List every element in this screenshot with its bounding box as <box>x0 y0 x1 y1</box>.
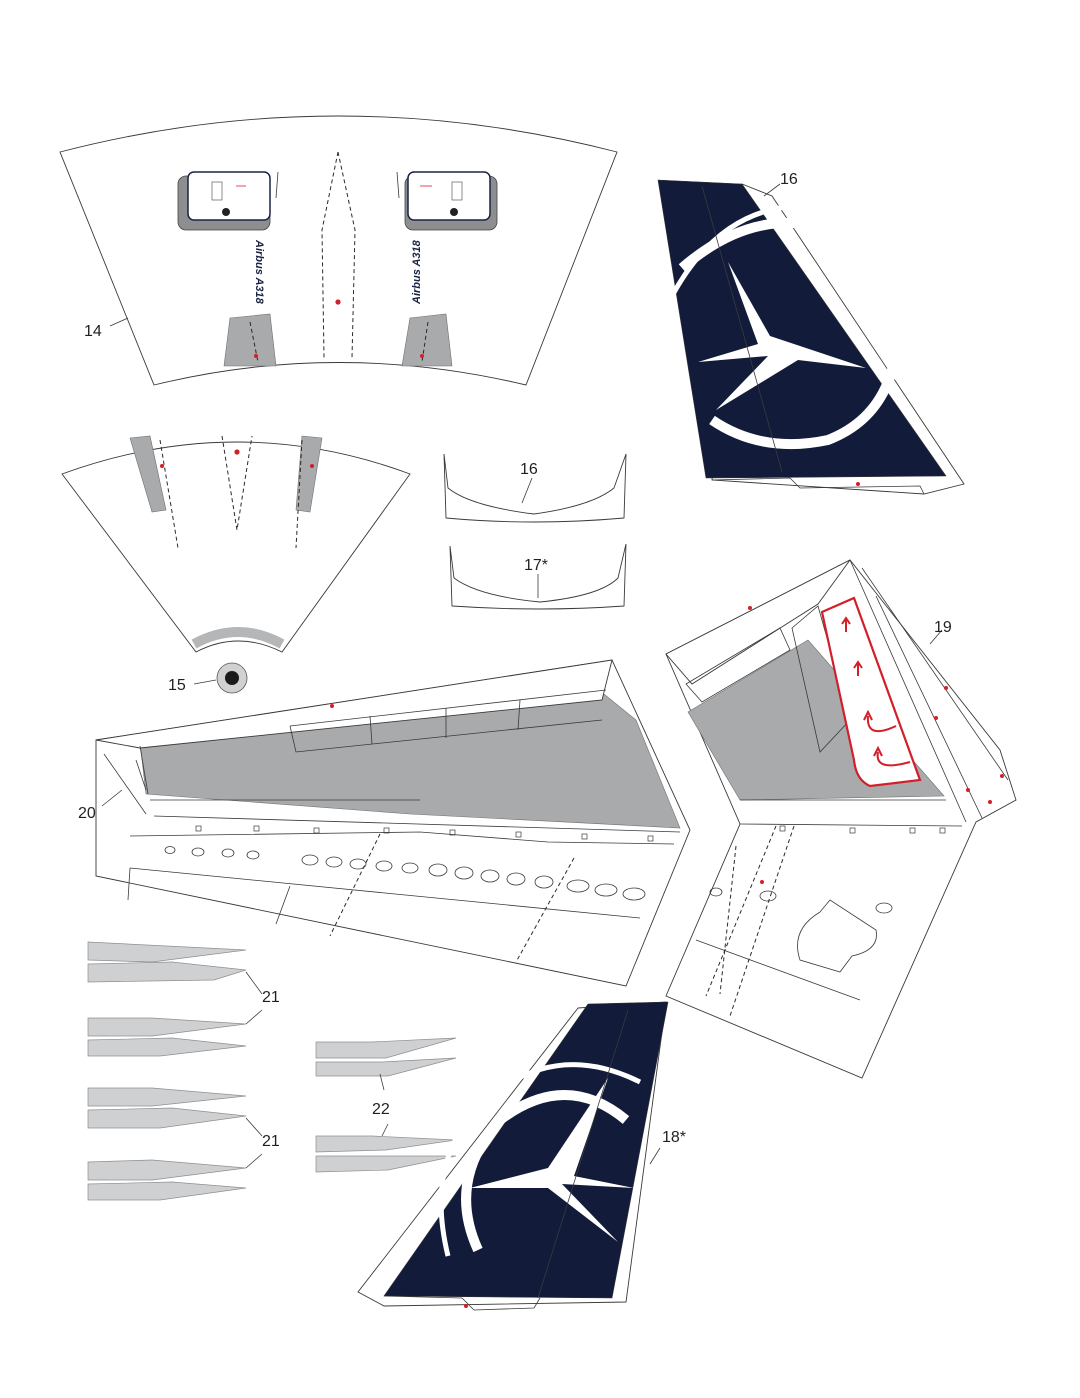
label-part-16-bottom: 18* <box>662 1129 686 1146</box>
label-part-15: 15 <box>168 677 186 694</box>
part-20-left-wing <box>95 659 691 987</box>
wing-holes <box>164 846 646 901</box>
label-part-18: 17* <box>524 557 548 574</box>
part-22-fairings <box>315 1037 457 1173</box>
label-part-22: 22 <box>372 1101 390 1118</box>
tail-logo-icon <box>438 1062 642 1257</box>
fuselage-text-right: Airbus A318 <box>411 239 423 305</box>
part-16-tail-fin-bottom <box>357 1001 669 1311</box>
label-part-20: 20 <box>78 805 96 822</box>
part-19-right-wing <box>665 559 1017 1079</box>
label-part-19: 19 <box>934 619 952 636</box>
part-18-fairing <box>449 543 627 610</box>
red-arrow-markers <box>841 616 911 767</box>
label-part-16-top: 16 <box>780 171 798 188</box>
fuselage-text-left: Airbus A318 <box>253 239 265 305</box>
part-14-fuselage-belly: Airbus A318 Airbus A318 <box>59 115 618 386</box>
cargo-door-icon <box>404 171 498 231</box>
label-part-21-bottom: 21 <box>262 1133 280 1150</box>
part-21-fairings-bottom <box>87 1087 247 1201</box>
label-part-17: 16 <box>520 461 538 478</box>
part-15-tail-cone <box>61 435 411 694</box>
part-17-fairing <box>443 453 627 523</box>
part-16-tail-fin-top <box>657 179 965 495</box>
label-part-14: 14 <box>84 323 102 340</box>
label-part-21-top: 21 <box>262 989 280 1006</box>
cargo-door-icon <box>177 171 271 231</box>
tail-logo-icon <box>669 203 913 450</box>
exhaust-icon <box>216 662 248 694</box>
part-21-fairings-top <box>87 941 247 1057</box>
